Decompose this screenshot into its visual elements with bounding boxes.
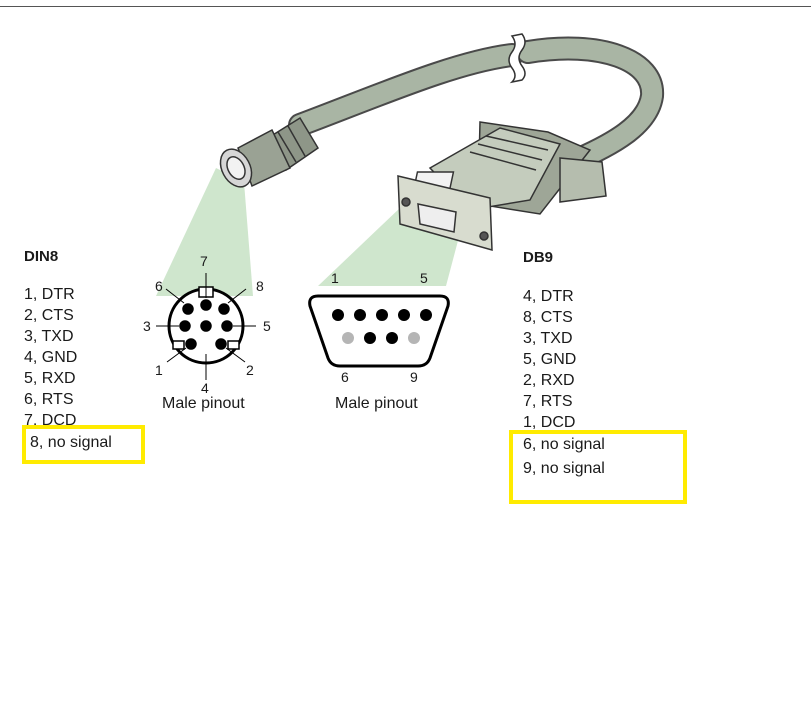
db9-pin-label: 7, RTS [523, 393, 573, 410]
db9-pin-5 [420, 309, 432, 321]
din8-pin-label: 5, RXD [24, 370, 76, 387]
din8-pin-number: 1 [155, 362, 163, 378]
din8-pin-5 [221, 320, 233, 332]
top-divider [0, 6, 811, 7]
din8-pin-8 [218, 303, 230, 315]
db9-pin-6 [342, 332, 354, 344]
cable [288, 36, 664, 174]
din8-caption: Male pinout [162, 395, 245, 412]
db9-pin-label: 2, RXD [523, 372, 575, 389]
db9-pin-label: 5, GND [523, 351, 577, 368]
db9-pin-label: 1, DCD [523, 414, 576, 431]
db9-housing [397, 121, 607, 252]
din8-pin-number: 3 [143, 318, 151, 334]
din8-pin-6 [182, 303, 194, 315]
cable-break-icon [508, 33, 526, 84]
din8-pin-number: 5 [263, 318, 271, 334]
din8-pin-label: 3, TXD [24, 328, 74, 345]
db9-no-signal-label: 9, no signal [523, 460, 605, 477]
din8-projection [156, 168, 253, 296]
din8-pin-number: 4 [201, 380, 209, 396]
din8-no-signal-highlight [22, 425, 145, 464]
din8-pin-7 [200, 299, 212, 311]
db9-title: DB9 [523, 249, 554, 266]
din8-pin-label: 4, GND [24, 349, 78, 366]
din8-pin-1 [185, 338, 197, 350]
db9-pin-number: 9 [410, 369, 418, 385]
db9-pin-7 [364, 332, 376, 344]
din8-pin-center [200, 320, 212, 332]
db9-pin-number: 5 [420, 270, 428, 286]
db9-pin-2 [354, 309, 366, 321]
din8-pin-label: 7, DCD [24, 412, 77, 429]
din8-pin-label: 1, DTR [24, 286, 75, 303]
db9-pin-8 [386, 332, 398, 344]
din8-pinout [156, 273, 256, 380]
din8-pin-3 [179, 320, 191, 332]
din8-pin-number: 8 [256, 278, 264, 294]
db9-pin-label: 8, CTS [523, 309, 573, 326]
din8-title: DIN8 [24, 248, 59, 265]
db9-pin-3 [376, 309, 388, 321]
din8-pin-2 [215, 338, 227, 350]
db9-pin-4 [398, 309, 410, 321]
db9-pin-label: 4, DTR [523, 288, 574, 305]
din8-pin-number: 6 [155, 278, 163, 294]
din8-pin-label: 6, RTS [24, 391, 74, 408]
db9-pin-9 [408, 332, 420, 344]
db9-pin-1 [332, 309, 344, 321]
din8-no-signal-label: 8, no signal [30, 434, 112, 451]
din8-pin-number: 7 [200, 253, 208, 269]
db9-pinout [308, 294, 450, 368]
din8-pin-label: 2, CTS [24, 307, 74, 324]
db9-no-signal-label: 6, no signal [523, 436, 605, 453]
db9-pin-number: 1 [331, 270, 339, 286]
din8-pin-number: 2 [246, 362, 254, 378]
din8-plug [219, 116, 320, 188]
db9-no-signal-highlight [509, 430, 687, 504]
db9-caption: Male pinout [335, 395, 418, 412]
db9-pin-number: 6 [341, 369, 349, 385]
db9-pin-label: 3, TXD [523, 330, 573, 347]
